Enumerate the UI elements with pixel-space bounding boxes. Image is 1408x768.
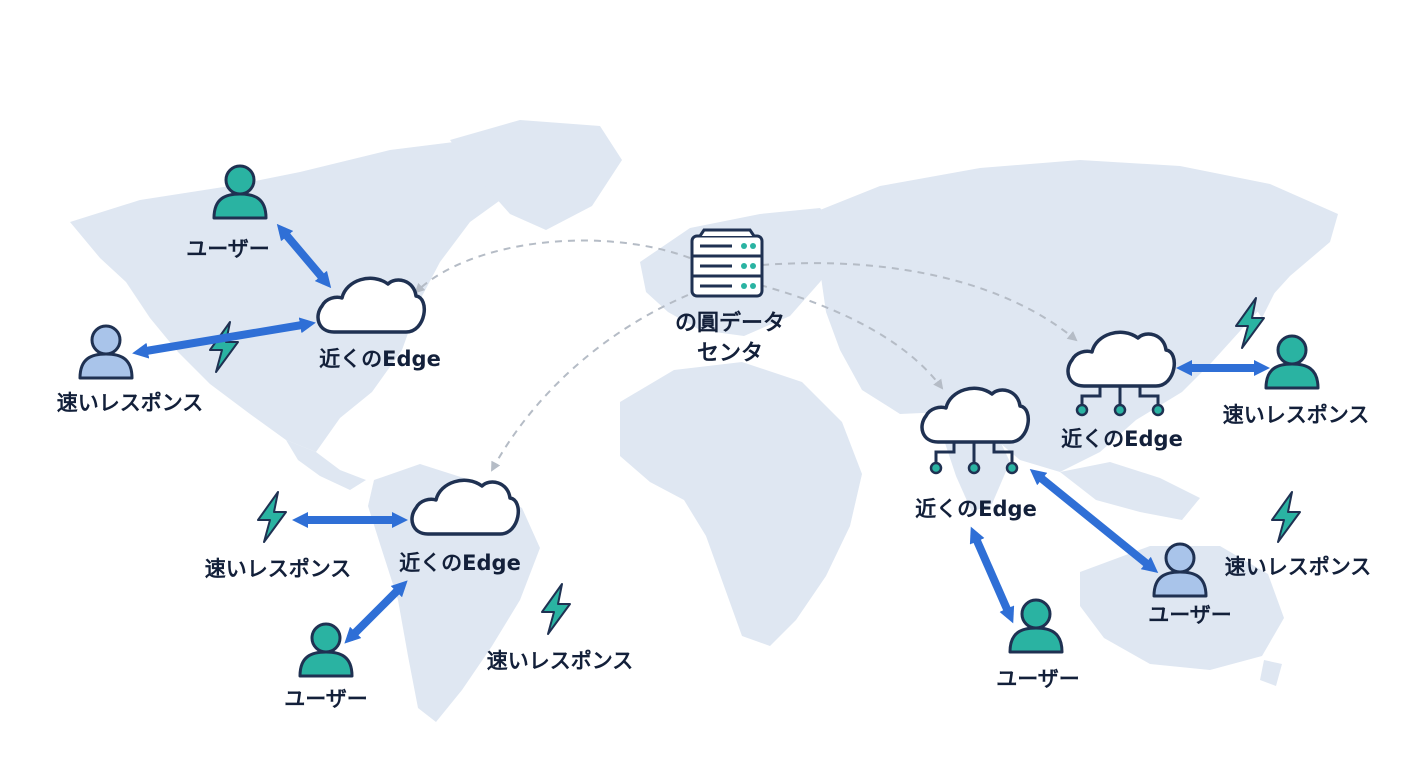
sea-user-label: ユーザー: [996, 667, 1080, 691]
ea-edge-label: 近くのEdge: [1061, 427, 1183, 451]
region-east-asia: 近くのEdge 速いレスポンス: [1061, 297, 1370, 451]
na-response-label: 速いレスポンス: [57, 391, 204, 415]
na-user-to-edge-arrow: [276, 223, 332, 289]
user-icon: [298, 622, 354, 678]
sea-user-to-edge-arrow: [969, 526, 1015, 624]
sa-user-label: ユーザー: [284, 687, 368, 711]
ea-response-label: 速いレスポンス: [1223, 403, 1370, 427]
user-icon: [212, 164, 268, 220]
user-icon: [78, 324, 134, 380]
link-to-sea-edge: [759, 284, 944, 390]
edge-cloud-icon: [920, 386, 1030, 475]
user-icon: [1264, 334, 1320, 390]
user-icon: [1008, 598, 1064, 654]
link-to-sa-edge: [491, 289, 701, 472]
oc-user-label: ユーザー: [1148, 603, 1232, 627]
sea-edge-label: 近くのEdge: [915, 497, 1037, 521]
map-central-america: [286, 440, 366, 490]
server-icon: [690, 228, 764, 298]
map-greenland: [450, 120, 622, 230]
link-to-east-asia-edge: [761, 262, 1078, 342]
sa-user-to-edge-arrow: [344, 580, 408, 644]
lightning-icon: [1271, 491, 1301, 543]
map-australia: [1080, 546, 1284, 670]
oc-response-label: 速いレスポンス: [1225, 555, 1372, 579]
na-user-label: ユーザー: [186, 237, 270, 261]
region-south-america: 近くのEdge 速いレスポンス ユーザー 速いレスポンス: [205, 478, 634, 711]
region-southeast-asia: 近くのEdge ユーザー: [915, 386, 1080, 691]
sa-edge-label: 近くのEdge: [399, 551, 521, 575]
user-icon: [1152, 542, 1208, 598]
map-africa: [620, 362, 862, 646]
sa-response-label-2: 速いレスポンス: [487, 649, 634, 673]
map-japan: [1250, 252, 1276, 318]
datacenter-label-line1: の圓データ: [675, 310, 785, 336]
map-asia: [810, 160, 1338, 472]
datacenter-label-line2: センタ: [697, 341, 763, 366]
map-new-zealand: [1260, 660, 1282, 686]
edge-cloud-icon: [1066, 330, 1176, 417]
na-response-arrow: [132, 317, 316, 359]
map-north-america: [70, 140, 530, 452]
cloud-icon: [410, 478, 520, 536]
oc-user-to-edge-arrow: [1029, 468, 1159, 574]
sa-response-label-1: 速いレスポンス: [205, 557, 352, 581]
lightning-icon: [541, 583, 571, 635]
datacenter-links: [414, 239, 1078, 472]
cloud-icon: [316, 276, 426, 334]
na-edge-label: 近くのEdge: [319, 347, 441, 371]
region-oceania: ユーザー 速いレスポンス: [1029, 468, 1372, 627]
region-north-america: 近くのEdge ユーザー 速いレスポンス: [57, 164, 441, 415]
lightning-icon: [257, 491, 287, 543]
datacenter: の圓データ センタ: [675, 228, 785, 366]
